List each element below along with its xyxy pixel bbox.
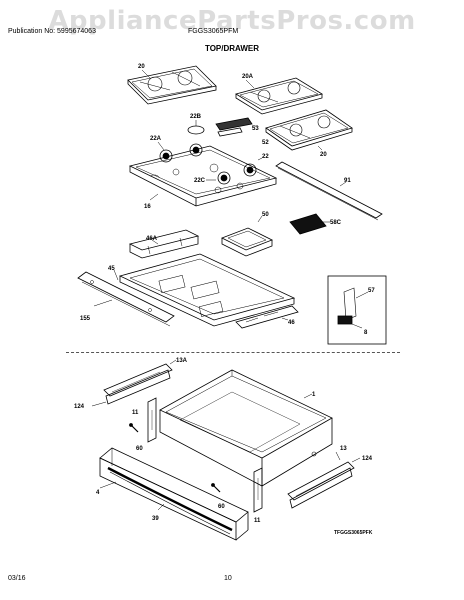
ignition-part-53-drawing <box>215 117 253 137</box>
callout-20-left: 20 <box>138 64 145 70</box>
publication-number: Publication No: 5995674063 <box>8 28 96 35</box>
drawer-panel-4-drawing <box>99 447 249 541</box>
callout-20-right: 20 <box>320 152 327 158</box>
callout-39: 39 <box>152 516 159 522</box>
callout-52: 52 <box>262 140 269 146</box>
callout-46a: 46A <box>146 236 158 242</box>
grate-left-drawing <box>127 65 217 105</box>
footer-date: 03/16 <box>8 575 26 582</box>
screw-60-right-drawing <box>211 483 221 493</box>
callout-46: 46 <box>288 320 295 326</box>
griddle-50-drawing <box>221 227 273 257</box>
frame-46a-drawing <box>128 229 200 259</box>
callout-1: 1 <box>312 392 316 398</box>
callout-60-right: 60 <box>218 504 225 510</box>
bracket-11-bottom-drawing <box>253 467 263 513</box>
callout-8: 8 <box>364 330 368 336</box>
callout-45: 45 <box>108 266 115 272</box>
cooktop-16-drawing <box>128 143 278 207</box>
callout-13: 13 <box>340 446 347 452</box>
callout-155: 155 <box>80 316 91 322</box>
slide-13-drawing <box>287 461 355 509</box>
callout-22a: 22A <box>150 136 162 142</box>
rail-45-drawing <box>77 271 175 327</box>
burner-box-drawing <box>118 253 296 327</box>
grate-front-right-drawing <box>265 109 353 151</box>
callout-11-bottom: 11 <box>254 518 261 524</box>
footer-page-number: 10 <box>224 575 232 582</box>
rail-91-drawing <box>275 161 383 221</box>
screw-60-left-drawing <box>129 423 139 433</box>
burner-cap-22b <box>187 125 205 135</box>
part-58c-drawing <box>289 213 327 235</box>
section-divider <box>66 352 400 353</box>
callout-22: 22 <box>262 154 269 160</box>
inset-box-drawing <box>327 275 387 345</box>
callout-20a: 20A <box>242 74 254 80</box>
diagram-code: TFGGS3065PFK <box>334 530 373 536</box>
callout-4: 4 <box>96 490 100 496</box>
section-title: TOP/DRAWER <box>204 44 260 53</box>
slide-13a-drawing <box>103 363 173 405</box>
callout-22b: 22B <box>190 114 202 120</box>
callout-11-top: 11 <box>132 410 139 416</box>
model-number: FGGS3065PFM <box>188 28 239 35</box>
callout-16: 16 <box>144 204 151 210</box>
callout-124-right: 124 <box>362 456 373 462</box>
callout-50: 50 <box>262 212 269 218</box>
callout-58c: 58C <box>330 220 342 226</box>
callout-60-left: 60 <box>136 446 143 452</box>
callout-57: 57 <box>368 288 375 294</box>
drawer-box-1-drawing <box>159 369 333 487</box>
callout-22c: 22C <box>194 178 206 184</box>
callout-91: 91 <box>344 178 351 184</box>
bracket-11-top-drawing <box>147 397 157 443</box>
callout-53: 53 <box>252 126 259 132</box>
watermark: AppliancePartsPros.com <box>48 6 416 36</box>
grate-rear-right-drawing <box>234 77 324 115</box>
callout-124-left: 124 <box>74 404 85 410</box>
callout-13a: 13A <box>176 358 188 364</box>
side-46-drawing <box>235 305 299 329</box>
